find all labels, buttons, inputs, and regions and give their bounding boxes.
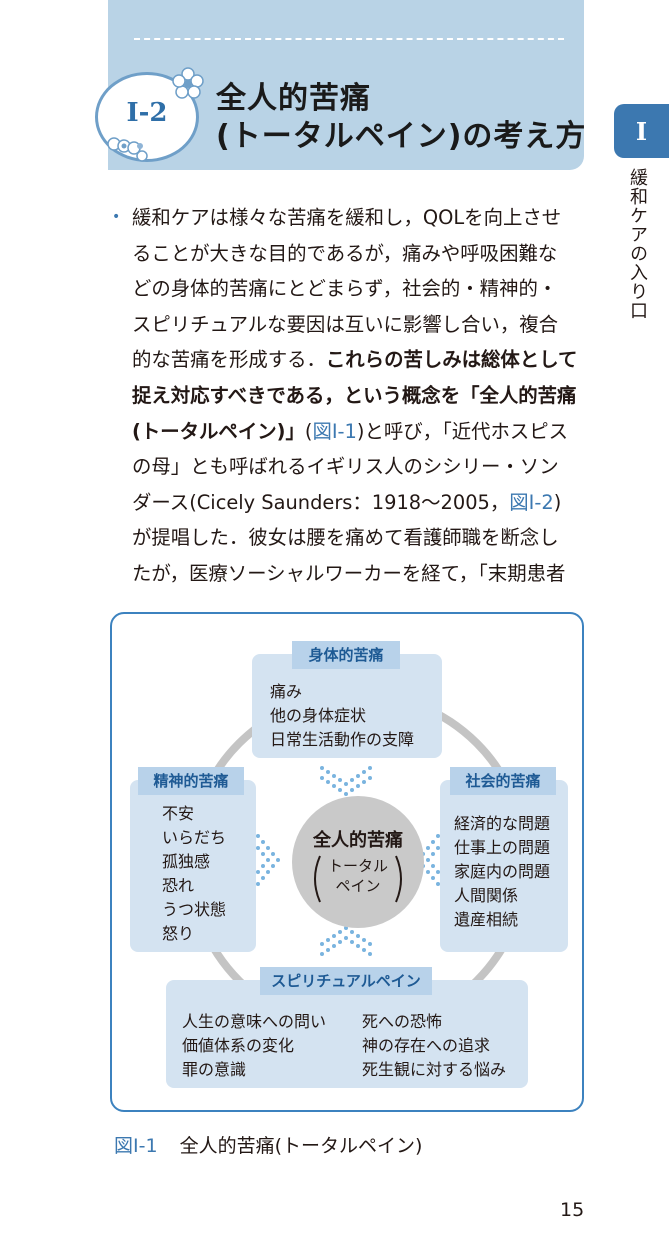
parentheses-icon	[314, 855, 402, 903]
spiritual-pain-heading: スピリチュアルペイン	[260, 967, 432, 995]
pain-item: 神の存在への追求	[362, 1036, 491, 1055]
section-title: 全人的苦痛 (トータルペイン)の考え方	[216, 80, 586, 156]
figure-caption-number: 図Ⅰ-1	[114, 1135, 158, 1157]
arrow-up-icon	[320, 926, 372, 956]
pain-item: 人生の意味への問い	[182, 1012, 327, 1031]
body-line: 捉え対応すべきである，という概念を「全人的苦痛	[132, 383, 577, 407]
pain-item: うつ状態	[162, 900, 227, 919]
figure-reference-link[interactable]: 図Ⅰ-2	[509, 490, 554, 514]
physical-pain-box: 痛み 他の身体症状 日常生活動作の支障	[252, 654, 442, 758]
body-line: スピリチュアルな要因は互いに影響し合い，複合	[132, 312, 559, 336]
pain-item: 不安	[162, 804, 195, 823]
physical-pain-items: 痛み 他の身体症状 日常生活動作の支障	[270, 680, 414, 752]
body-line: が提唱した．彼女は腰を痛めて看護師職を断念し	[132, 526, 559, 550]
section-title-line1: 全人的苦痛	[216, 81, 371, 116]
pain-item: 日常生活動作の支障	[270, 730, 415, 749]
flower-decoration-icon	[107, 137, 148, 162]
body-line: の母」とも呼ばれるイギリス人のシシリー・ソン	[132, 455, 559, 479]
section-title-line2: (トータルペイン)の考え方	[216, 119, 587, 154]
banner-dashed-line	[134, 38, 564, 40]
center-subtitle-line: ペイン	[335, 877, 381, 895]
body-line: どの身体的苦痛にとどまらず，社会的・精神的・	[132, 277, 558, 301]
social-pain-items: 経済的な問題 仕事上の問題 家庭内の問題 人間関係 遺産相続	[454, 812, 550, 932]
body-text-span: )と呼び，「近代ホスピス	[356, 419, 569, 443]
physical-pain-heading: 身体的苦痛	[292, 641, 400, 669]
pain-item: 死生観に対する悩み	[362, 1060, 507, 1079]
figure-reference-link[interactable]: 図Ⅰ-1	[312, 419, 357, 443]
pain-item: 恐れ	[162, 876, 195, 895]
body-line: (トータルペイン)」(図Ⅰ-1)と呼び，「近代ホスピス	[132, 414, 586, 450]
center-title: 全人的苦痛	[313, 830, 403, 851]
social-pain-box: 経済的な問題 仕事上の問題 家庭内の問題 人間関係 遺産相続	[440, 780, 568, 952]
spiritual-pain-items-left: 人生の意味への問い 価値体系の変化 罪の意識	[182, 1010, 326, 1082]
body-text-span: 的な苦痛を形成する．	[132, 348, 326, 372]
center-subtitle-line: トータル	[327, 857, 388, 875]
pain-item: 孤独感	[162, 852, 211, 871]
spiritual-pain-items-right: 死への恐怖 神の存在への追求 死生観に対する悩み	[362, 1010, 506, 1082]
spiritual-pain-box: 人生の意味への問い 価値体系の変化 罪の意識 死への恐怖 神の存在への追求 死生…	[166, 980, 528, 1088]
body-text-span: ダース(Cicely Saunders：1918〜2005，	[132, 490, 510, 514]
pain-item: 痛み	[270, 682, 303, 701]
body-text-span: (	[304, 419, 313, 443]
pain-item: 仕事上の問題	[454, 838, 551, 857]
chapter-tab[interactable]: I	[614, 104, 669, 158]
body-bold-span: (トータルペイン)」	[132, 419, 305, 443]
pain-item: 罪の意識	[182, 1060, 247, 1079]
pain-item: 遺産相続	[454, 910, 519, 929]
figure-caption-text: 全人的苦痛(トータルペイン)	[179, 1135, 423, 1157]
chapter-title: 緩和ケアの入り口	[627, 168, 648, 320]
body-line: ることが大きな目的であるが，痛みや呼吸困難な	[132, 241, 558, 265]
total-pain-diagram: 痛み 他の身体症状 日常生活動作の支障 身体的苦痛 不安 いらだち 孤独感 恐れ…	[110, 612, 584, 1112]
pain-item: 家庭内の問題	[454, 862, 551, 881]
pain-item: 死への恐怖	[362, 1012, 443, 1031]
total-pain-center: 全人的苦痛 トータル ペイン	[292, 796, 424, 928]
bullet-icon: •	[112, 209, 121, 225]
social-pain-heading: 社会的苦痛	[450, 767, 556, 795]
arrow-down-icon	[320, 766, 372, 796]
mental-pain-heading: 精神的苦痛	[138, 767, 244, 795]
body-line: 緩和ケアは様々な苦痛を緩和し，QOLを向上させ	[132, 206, 562, 229]
body-bold-span: これらの苦しみは総体として	[325, 348, 578, 372]
flower-decoration-icon	[172, 67, 204, 99]
pain-item: 怒り	[162, 924, 195, 943]
pain-item: 価値体系の変化	[182, 1036, 295, 1055]
body-line: 的な苦痛を形成する．これらの苦しみは総体として	[132, 342, 586, 378]
section-number: I-2	[126, 98, 168, 128]
pain-item: いらだち	[162, 828, 227, 847]
pain-item: 経済的な問題	[454, 814, 551, 833]
body-paragraph: 緩和ケアは様々な苦痛を緩和し，QOLを向上させ ることが大きな目的であるが，痛み…	[132, 200, 586, 592]
pain-item: 他の身体症状	[270, 706, 367, 725]
center-subtitle: トータル ペイン	[292, 856, 424, 896]
figure-caption: 図Ⅰ-1 全人的苦痛(トータルペイン)	[114, 1131, 422, 1158]
body-line: たが，医療ソーシャルワーカーを経て，「末期患者	[132, 561, 566, 585]
page-number: 15	[560, 1199, 585, 1221]
mental-pain-box: 不安 いらだち 孤独感 恐れ うつ状態 怒り	[130, 780, 256, 952]
mental-pain-items: 不安 いらだち 孤独感 恐れ うつ状態 怒り	[162, 802, 226, 946]
pain-item: 人間関係	[454, 886, 519, 905]
body-text-span: )	[553, 490, 562, 514]
body-line: ダース(Cicely Saunders：1918〜2005，図Ⅰ-2)	[132, 485, 586, 521]
